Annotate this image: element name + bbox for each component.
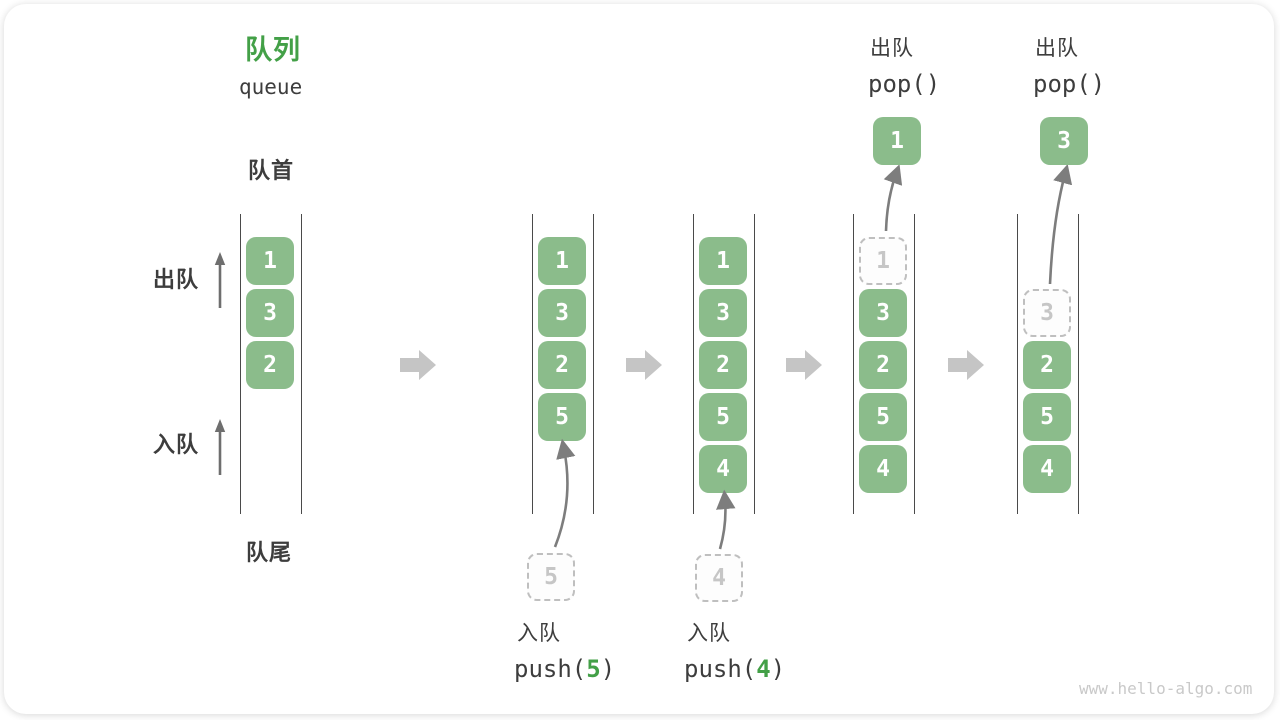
state-transition-arrow-icon-2	[626, 350, 662, 380]
push-op-label-1: 入队	[517, 622, 561, 645]
queue-item-4: 4	[859, 445, 907, 493]
dequeue-side-label: 出队	[153, 267, 200, 292]
push-op-code-2: push(4)	[684, 657, 785, 681]
dequeue-direction-arrow-icon	[214, 252, 226, 308]
pop-op-label-2: 出队	[1035, 37, 1079, 60]
pop-op-code-2: pop()	[1033, 70, 1106, 98]
queue-item-3: 3	[246, 289, 294, 337]
queue-rear-label: 队尾	[246, 540, 293, 565]
push-arrow-icon-2	[716, 489, 736, 550]
queue-item-3-dashed: 3	[1023, 289, 1071, 337]
state-transition-arrow-icon-1	[400, 350, 436, 380]
staged-push-box-4: 4	[695, 554, 743, 602]
queue-item-5: 5	[1023, 393, 1071, 441]
queue-item-2: 2	[859, 341, 907, 389]
push-fn-2: push(	[684, 655, 757, 683]
pop-op-code-1: pop()	[868, 70, 941, 98]
queue-item-5: 5	[699, 393, 747, 441]
push-close-2: )	[770, 655, 786, 683]
queue-item-1: 1	[538, 237, 586, 285]
pop-arrow-icon-1	[883, 164, 903, 232]
state-transition-arrow-icon-4	[948, 350, 984, 380]
queue-item-1: 1	[246, 237, 294, 285]
push-arg-2: 4	[756, 655, 771, 683]
enqueue-direction-arrow-icon	[214, 419, 226, 475]
push-arg-1: 5	[586, 655, 601, 683]
queue-item-4: 4	[1023, 445, 1071, 493]
queue-item-3: 3	[859, 289, 907, 337]
diagram-title-zh: 队列	[245, 35, 301, 65]
queue-item-5: 5	[859, 393, 907, 441]
state-transition-arrow-icon-3	[786, 350, 822, 380]
queue-item-2: 2	[1023, 341, 1071, 389]
queue-front-label: 队首	[248, 158, 295, 183]
enqueue-side-label: 入队	[153, 432, 200, 457]
push-op-code-1: push(5)	[514, 657, 615, 681]
push-arrow-icon-1	[553, 438, 576, 548]
queue-item-3: 3	[538, 289, 586, 337]
push-close-1: )	[600, 655, 616, 683]
staged-push-box-5: 5	[527, 553, 575, 601]
popped-box-1: 1	[873, 117, 921, 165]
queue-item-4: 4	[699, 445, 747, 493]
push-fn-1: push(	[514, 655, 587, 683]
pop-op-label-1: 出队	[870, 37, 914, 60]
queue-item-2: 2	[538, 341, 586, 389]
queue-item-1: 1	[699, 237, 747, 285]
queue-item-3: 3	[699, 289, 747, 337]
queue-item-2: 2	[246, 341, 294, 389]
queue-item-2: 2	[699, 341, 747, 389]
popped-box-2: 3	[1040, 117, 1088, 165]
pop-arrow-icon-2	[1048, 163, 1073, 285]
push-op-label-2: 入队	[687, 622, 731, 645]
queue-item-1-dashed: 1	[859, 237, 907, 285]
queue-item-5: 5	[538, 393, 586, 441]
watermark: www.hello-algo.com	[1079, 679, 1253, 698]
diagram-title-en: queue	[239, 75, 303, 99]
